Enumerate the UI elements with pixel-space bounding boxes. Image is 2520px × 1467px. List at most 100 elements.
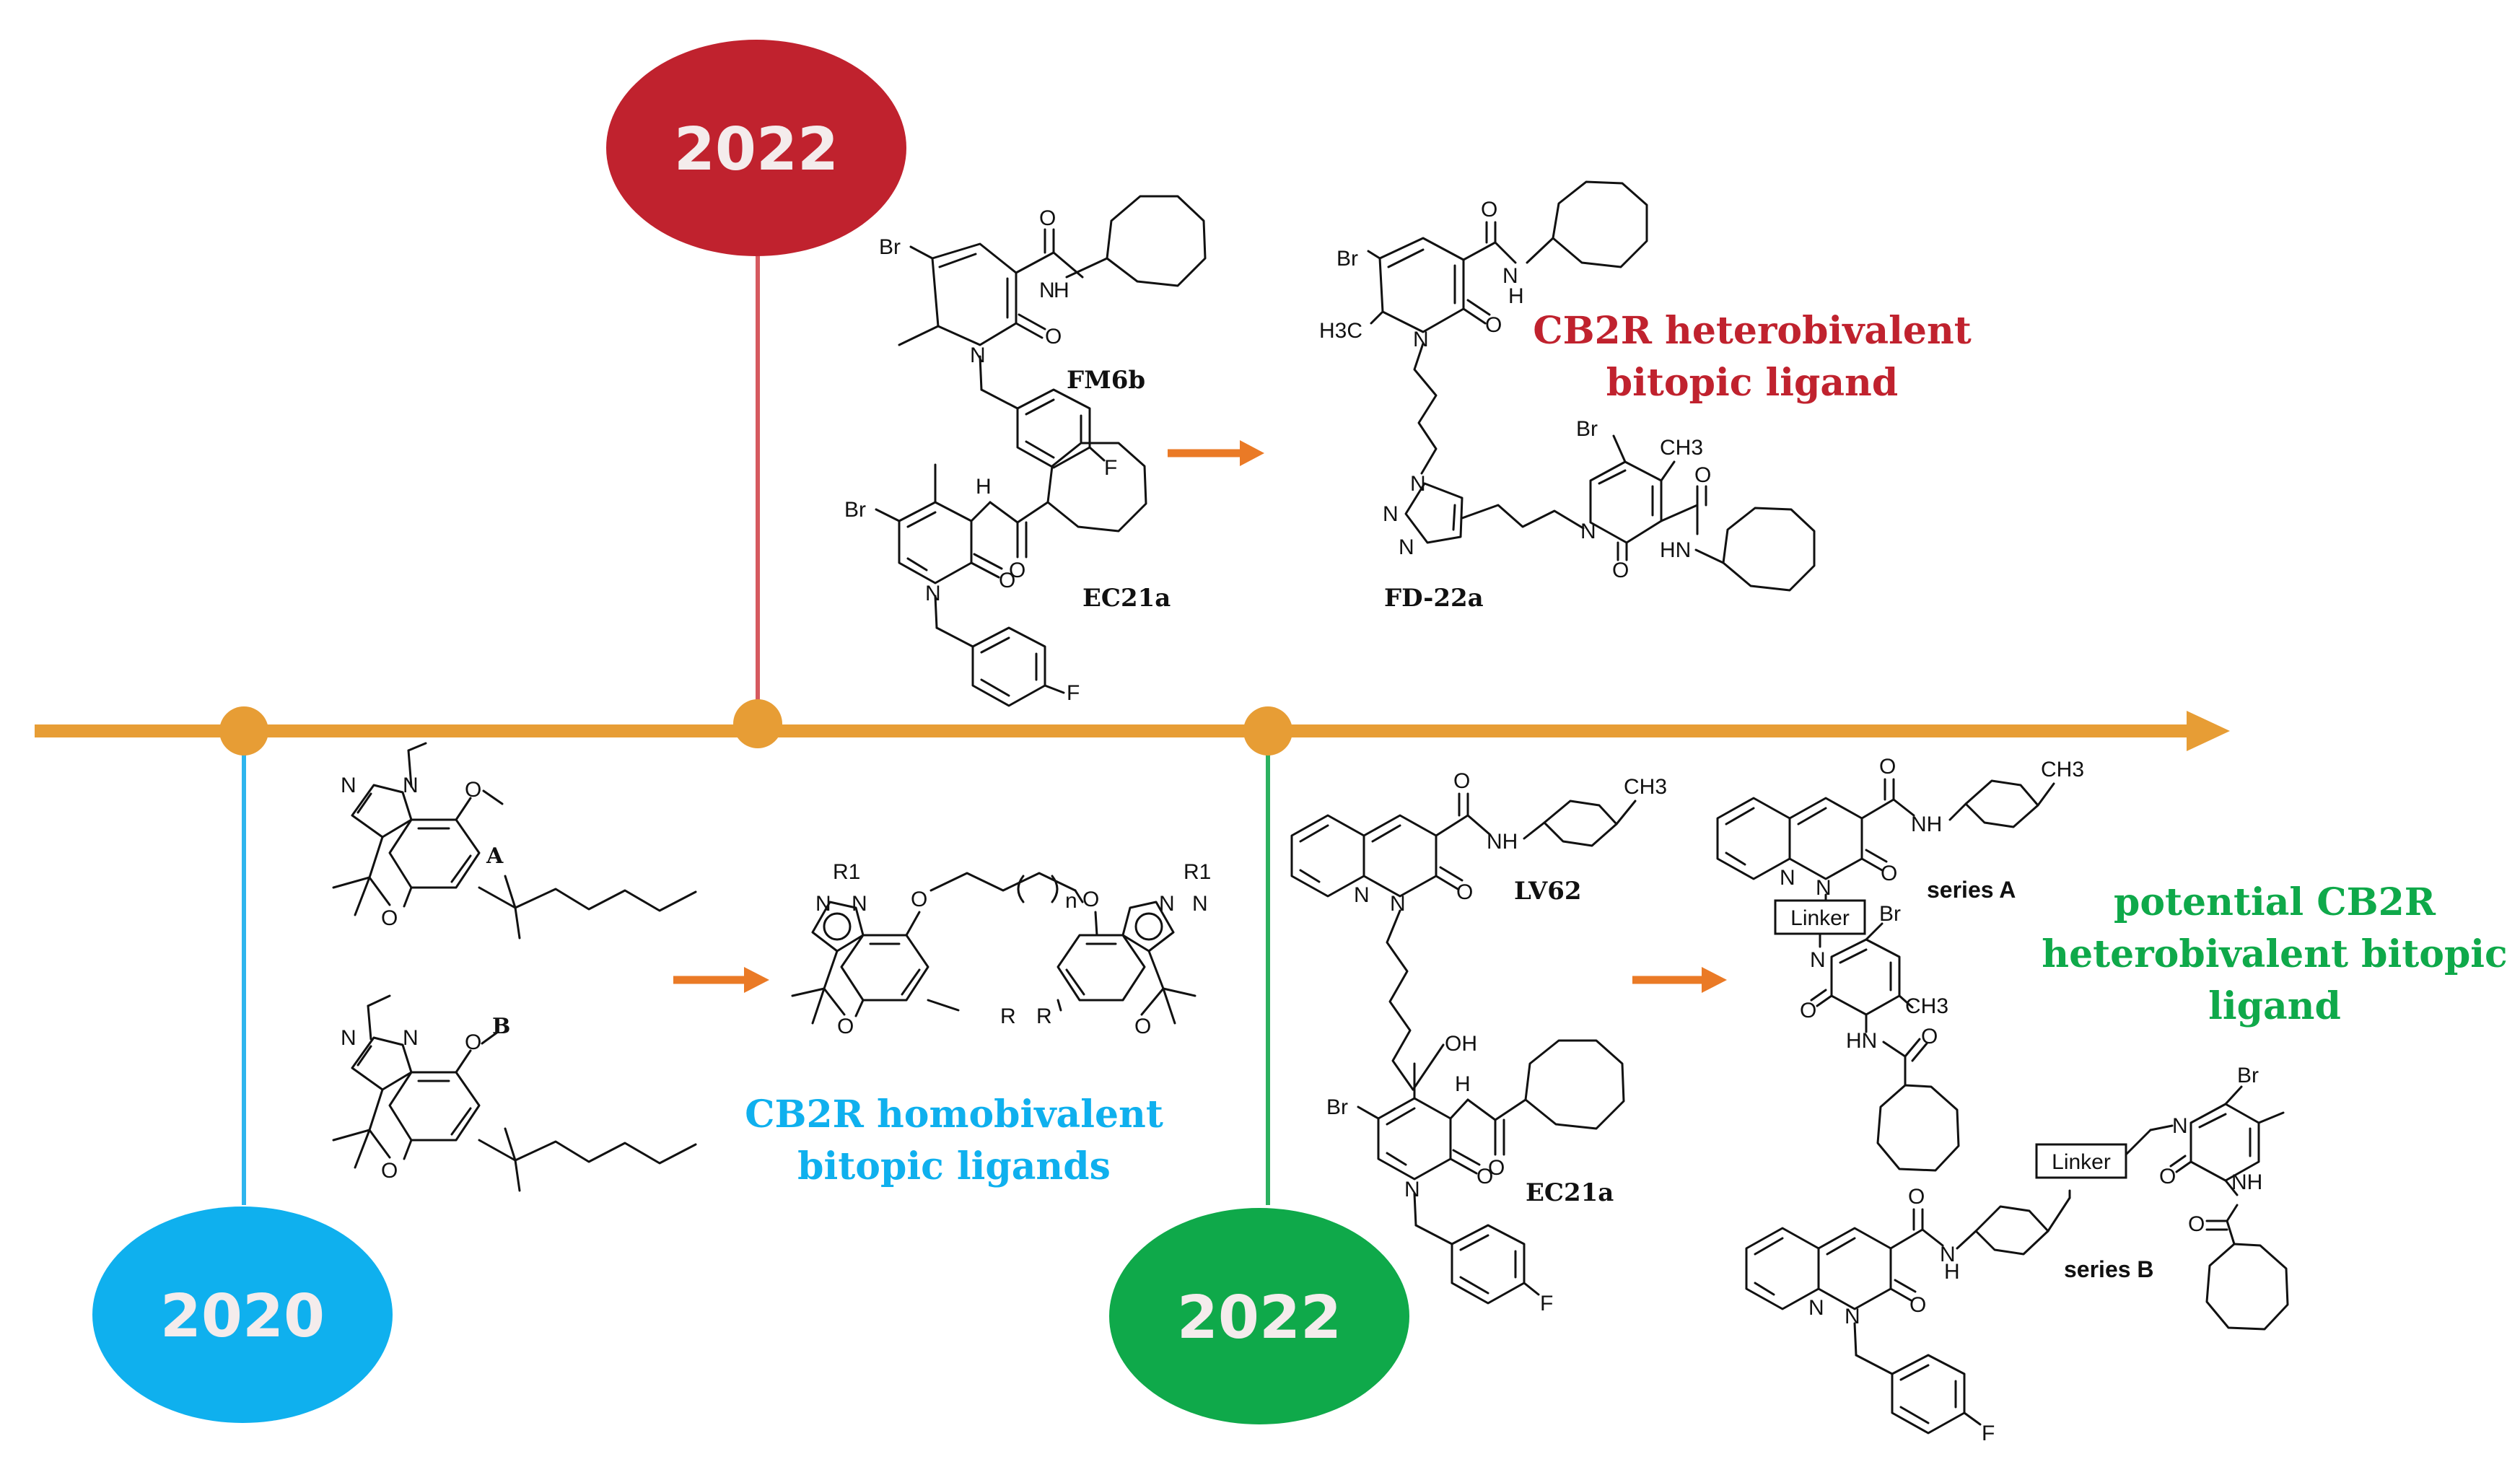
atom-label: O [837, 1015, 854, 1038]
year-label: 2020 [160, 1282, 325, 1351]
atom-label: N [1399, 535, 1414, 559]
atom-label: R1 [1184, 860, 1211, 884]
atom-label: N [1580, 520, 1596, 543]
atom-label: N [1390, 892, 1406, 916]
atom-label: H [976, 475, 992, 499]
timeline-node [733, 699, 782, 748]
atom-label: N [1413, 328, 1429, 351]
atom-label: HN [1846, 1029, 1877, 1053]
atom-label: O [1612, 559, 1629, 582]
compound-label-fm6b: FM6b [1067, 366, 1145, 395]
atom-label: NH [2231, 1170, 2262, 1194]
atom-label: N [1810, 948, 1826, 972]
compound-label-a: A [486, 844, 504, 869]
compound-label-b: B [492, 1014, 510, 1039]
structure-fm6b: Br O N O N H F [879, 195, 1207, 480]
year-bubble-2022-green: 2022 [1109, 1208, 1409, 1424]
year-bubble-2020-blue: 2020 [92, 1207, 393, 1423]
atom-label: O [1009, 559, 1025, 582]
linker-box [2035, 1143, 2127, 1179]
caption-potential-line3: ligand [2208, 984, 2341, 1028]
atom-label: O [465, 778, 481, 802]
atom-label: O [1881, 862, 1897, 885]
atom-label: F [1540, 1292, 1553, 1315]
atom-label: N [1039, 279, 1055, 302]
reaction-arrow [1168, 440, 1264, 466]
atom-label: N [1780, 866, 1795, 890]
structure-ec21a-top: Br O N H N O [844, 442, 1147, 707]
atom-label: Br [879, 235, 901, 259]
atom-label: OH [1445, 1032, 1477, 1056]
atom-label: N [1940, 1243, 1956, 1266]
atom-label: O [1134, 1015, 1151, 1038]
linker-box [1774, 899, 1866, 935]
compound-label-ec21a-top: EC21a [1082, 584, 1171, 613]
atom-label: H [1944, 1260, 1960, 1284]
atom-label: O [1456, 880, 1473, 904]
structure-lv62: N N O O NH CH3 OH [1290, 769, 1667, 1091]
caption-hetero-line2: bitopic ligand [1606, 361, 1898, 405]
atom-label: N [403, 1026, 419, 1050]
timeline-arrowhead [2187, 711, 2230, 751]
structure-series-b: N N O O N H Linker N Br O NH [1745, 1064, 2289, 1445]
atom-label: R1 [833, 860, 860, 884]
atom-label: F [1982, 1422, 1995, 1445]
atom-label: R [1036, 1004, 1052, 1028]
atom-label: Br [1336, 247, 1358, 271]
structure-a: N N O A O [332, 742, 697, 940]
year-bubble-2022-red: 2022 [606, 40, 906, 256]
atom-label: CH3 [1905, 994, 1948, 1018]
atom-label: O [1921, 1025, 1938, 1048]
year-label: 2022 [674, 115, 839, 184]
caption-hetero-line1: CB2R heterobivalent [1533, 309, 1972, 353]
atom-label: n [1065, 889, 1077, 913]
caption-homo-line2: bitopic ligands [797, 1144, 1111, 1188]
atom-label: N [1808, 1296, 1824, 1320]
atom-label: F [1104, 456, 1117, 480]
reaction-arrow [673, 967, 769, 993]
atom-label: O [1488, 1156, 1505, 1180]
compound-label-series-b: series B [2064, 1256, 2154, 1282]
atom-label: O [1694, 463, 1711, 487]
atom-label: Br [1576, 417, 1598, 441]
compound-label-fd22a: FD-22a [1384, 584, 1484, 613]
structure-fd22a: Br H3C O N O N H N N N N Br CH3 O [1319, 180, 1816, 592]
atom-label: Br [2237, 1064, 2259, 1087]
compound-label-ec21a-bottom: EC21a [1526, 1178, 1614, 1207]
atom-label: Br [844, 498, 866, 522]
atom-label: NH [1911, 813, 1942, 836]
atom-label: O [999, 569, 1015, 592]
atom-label: O [1908, 1185, 1925, 1209]
timeline-node [1243, 706, 1292, 756]
atom-label: O [1879, 755, 1896, 779]
atom-label: CH3 [1624, 775, 1667, 799]
linker-label: Linker [1790, 906, 1850, 930]
atom-label: O [1082, 888, 1099, 911]
atom-label: N [815, 892, 831, 916]
atom-label: N [341, 1026, 356, 1050]
atom-label: HN [1660, 538, 1691, 562]
atom-label: O [2159, 1165, 2176, 1188]
atom-label: N [970, 343, 986, 367]
compound-label-series-a: series A [1927, 877, 2016, 903]
atom-label: Br [1879, 902, 1901, 926]
atom-label: F [1067, 681, 1080, 705]
atom-label: H [1455, 1072, 1471, 1096]
atom-label: N [341, 774, 356, 797]
atom-label: N [852, 892, 867, 916]
atom-label: H [1054, 279, 1069, 302]
atom-label: O [1909, 1293, 1926, 1317]
caption-homo-line1: CB2R homobivalent [745, 1092, 1163, 1137]
caption-potential-line2: heterobivalent bitopic [2042, 932, 2507, 976]
atom-label: Br [1326, 1095, 1348, 1119]
structure-homobivalent: N N R1 O O R n O R N N R1 O [791, 860, 1211, 1038]
atom-label: N [1816, 876, 1832, 900]
atom-label: O [1039, 206, 1056, 230]
atom-label: NH [1487, 830, 1518, 854]
atom-label: O [1481, 198, 1497, 222]
atom-label: N [1354, 883, 1370, 907]
compound-label-lv62: LV62 [1514, 877, 1582, 906]
atom-label: N [1159, 892, 1175, 916]
atom-label: N [1192, 892, 1208, 916]
